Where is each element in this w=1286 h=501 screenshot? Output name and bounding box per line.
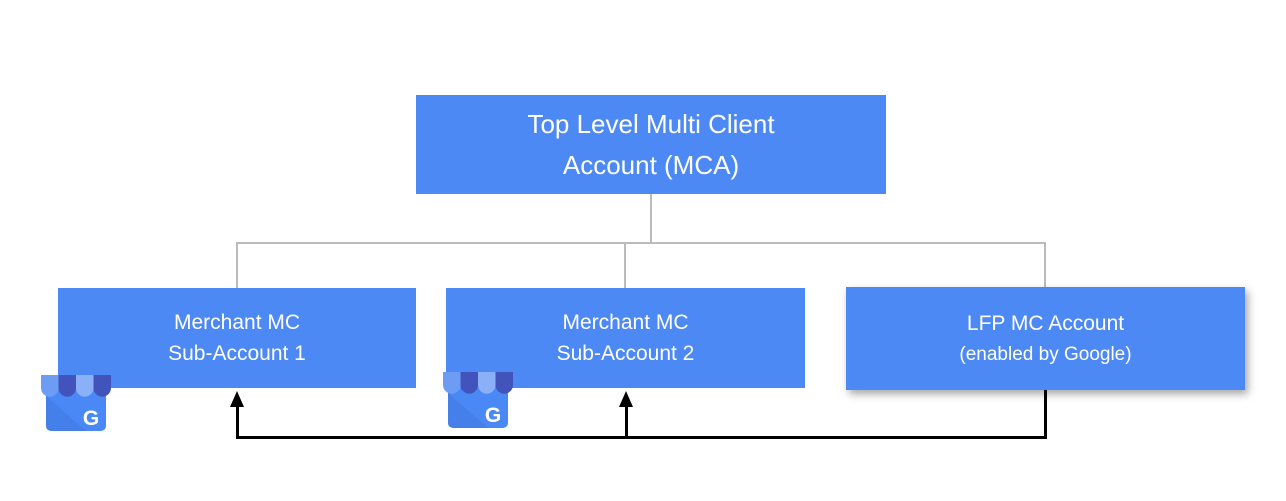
node-top-level-mca: Top Level Multi Client Account (MCA) [416, 95, 886, 194]
node-merchant-sub-account-2: Merchant MC Sub-Account 2 [446, 288, 805, 388]
connector-horizontal [236, 242, 1046, 244]
node-lfp-label-line1: LFP MC Account [966, 311, 1125, 335]
arrow-lfp-down-segment [1044, 390, 1047, 439]
arrow-to-sub1-head [230, 391, 244, 407]
google-g-letter: G [83, 407, 99, 430]
node-lfp-mc-account: LFP MC Account (enabled by Google) [846, 287, 1245, 390]
node-sub1-label-line2: Sub-Account 1 [168, 342, 306, 365]
google-business-icon: G [41, 375, 111, 431]
google-g-letter: G [485, 404, 501, 427]
connector-root-vertical [650, 194, 652, 242]
arrow-to-sub1-shaft [236, 404, 239, 436]
node-top-level-mca-label-line1: Top Level Multi Client [527, 108, 775, 139]
connector-sub2-vertical [624, 242, 626, 288]
connector-lfp-vertical [1044, 242, 1046, 287]
node-sub1-label-line1: Merchant MC [173, 311, 301, 334]
connector-sub1-vertical [236, 242, 238, 288]
arrow-to-sub2-head [619, 391, 633, 407]
arrow-horizontal-segment [236, 436, 1046, 439]
arrow-to-sub2-shaft [625, 404, 628, 436]
node-lfp-label-line2: (enabled by Google) [959, 343, 1132, 365]
node-merchant-sub-account-1: Merchant MC Sub-Account 1 [58, 288, 416, 388]
node-top-level-mca-label-line2: Account (MCA) [562, 149, 740, 180]
node-sub2-label-line1: Merchant MC [562, 311, 689, 334]
node-sub2-label-line2: Sub-Account 2 [556, 342, 695, 365]
google-business-icon: G [443, 372, 513, 428]
